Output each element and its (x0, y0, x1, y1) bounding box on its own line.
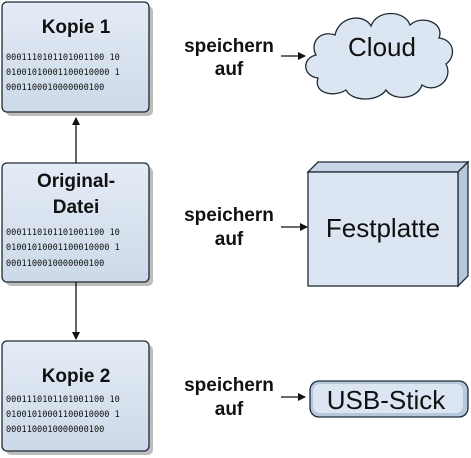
cloud-target: Cloud (305, 12, 454, 100)
copy1-box (1, 1, 150, 113)
edge-label-usb-line-1: speichern (184, 375, 274, 396)
disk-front-face (307, 171, 459, 287)
copy1-bits-line-3: 0001100010000000100 (6, 83, 104, 93)
edge-label-usb-line-2: auf (215, 399, 244, 420)
edge-label-cloud-line-2: auf (215, 59, 244, 80)
original-file-box: Original- Datei 0001110101101001100 10 0… (1, 162, 153, 286)
original-title-line-1: Original- (37, 171, 115, 192)
copy2-bits-line-3: 0001100010000000100 (6, 425, 104, 435)
edge-label-disk-line-2: auf (215, 229, 244, 250)
original-bits-line-2: 01001010001100010000 1 (6, 243, 120, 253)
copy1-bits-line-1: 0001110101101001100 10 (6, 53, 120, 63)
copy1-title: Kopie 1 (42, 17, 111, 38)
usb-target: USB-Stick (309, 380, 469, 418)
copy2-file-box: Kopie 2 0001110101101001100 10 010010100… (1, 340, 153, 455)
copy2-box (1, 340, 150, 452)
edge-label-disk-line-1: speichern (184, 205, 274, 226)
cloud-label: Cloud (348, 32, 416, 62)
original-bits-line-1: 0001110101101001100 10 (6, 228, 120, 238)
copy2-bits-line-1: 0001110101101001100 10 (6, 395, 120, 405)
edge-label-cloud-line-1: speichern (184, 36, 274, 57)
cloud-shape (305, 12, 454, 100)
usb-inner-shape (313, 384, 463, 413)
usb-label: USB-Stick (327, 385, 446, 415)
copy2-title: Kopie 2 (42, 366, 111, 387)
copy2-bits-line-2: 01001010001100010000 1 (6, 410, 120, 420)
disk-top-face (306, 161, 470, 173)
disk-label: Festplatte (326, 213, 440, 243)
disk-target: Festplatte (306, 160, 470, 288)
copy1-bits-line-2: 01001010001100010000 1 (6, 68, 120, 78)
original-bits-line-3: 0001100010000000100 (6, 259, 104, 269)
copy1-file-box: Kopie 1 0001110101101001100 10 010010100… (1, 1, 153, 116)
original-title-line-2: Datei (53, 197, 99, 218)
disk-side-face (457, 160, 469, 288)
